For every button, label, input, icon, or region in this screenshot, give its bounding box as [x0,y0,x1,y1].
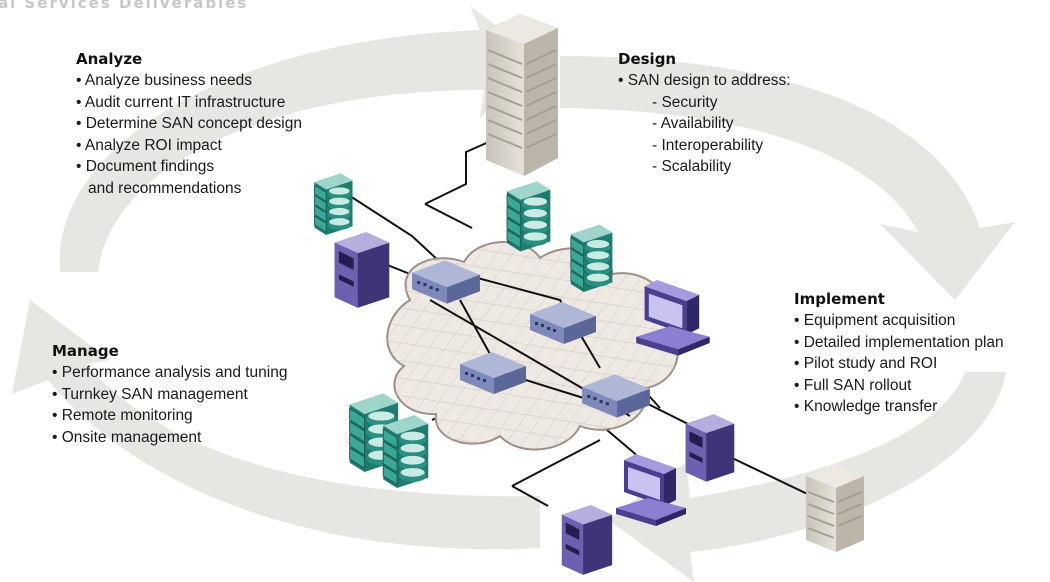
list-item: Analyze business needs [76,70,302,92]
office-building-icon [486,14,558,176]
sub-list-item: - Availability [652,115,734,132]
list-item: Pilot study and ROI [794,353,1004,375]
storage-array-icon [382,414,429,488]
analyze-list: Analyze business needs Audit current IT … [76,70,302,199]
manage-list: Performance analysis and tuning Turnkey … [52,362,287,448]
implement-heading: Implement [794,290,885,308]
workstation-icon [636,280,710,356]
design-list: SAN design to address: - Security - Avai… [618,70,791,178]
list-item: Full SAN rollout [794,375,1004,397]
list-item: Knowledge transfer [794,396,1004,418]
tower-server-icon [561,505,613,575]
analyze-block: Analyze Analyze business needs Audit cur… [76,50,302,199]
list-item: Performance analysis and tuning [52,362,288,384]
list-item: Onsite management [52,427,287,449]
implement-block: Implement Equipment acquisition Detailed… [794,290,1004,418]
list-item: Equipment acquisition [794,310,1004,332]
list-item-continuation: and recommendations [88,179,242,197]
list-item: SAN design to address: [618,70,791,92]
design-block: Design SAN design to address: - Security… [618,50,791,178]
page-title: al Services Deliverables [0,0,249,12]
tower-server-icon [334,232,390,308]
list-item: Document findings [76,156,302,178]
list-item: Detailed implementation plan [794,332,1004,354]
sub-list-item: - Interoperability [652,136,764,154]
storage-array-icon [506,181,551,252]
manage-heading: Manage [52,342,119,360]
implement-list: Equipment acquisition Detailed implement… [794,310,1004,418]
list-item: Determine SAN concept design [76,113,302,135]
list-item: Turnkey SAN management [52,384,287,406]
list-item: Remote monitoring [52,405,287,427]
storage-array-icon [570,224,613,292]
sub-list-item: - Security [652,93,718,111]
list-item: Analyze ROI impact [76,135,302,157]
list-item: Audit current IT infrastructure [76,92,302,114]
design-heading: Design [618,50,677,68]
manage-block: Manage Performance analysis and tuning T… [52,342,287,448]
analyze-heading: Analyze [76,50,143,68]
tower-server-icon [685,414,735,482]
branch-building-icon [806,464,864,552]
workstation-icon [616,454,686,526]
sub-list-item: - Scalability [652,158,732,175]
storage-array-icon [314,173,353,236]
